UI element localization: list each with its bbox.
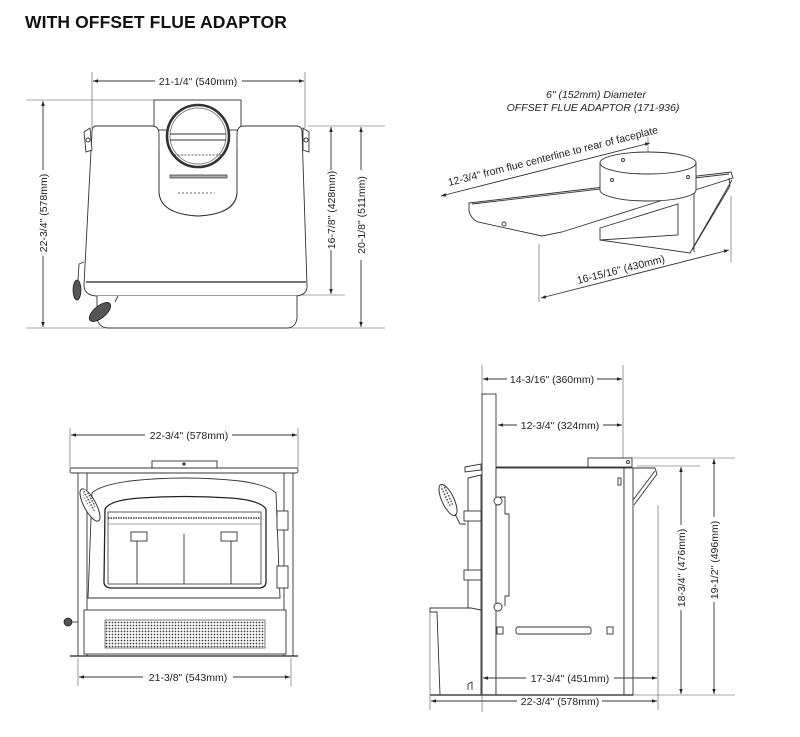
page-title: WITH OFFSET FLUE ADAPTOR bbox=[25, 12, 287, 32]
door-side bbox=[467, 474, 482, 613]
stove-body-side bbox=[495, 467, 625, 696]
top-depth-label: 22-3/4" (578mm) bbox=[38, 174, 50, 252]
adaptor-bracket-side bbox=[633, 467, 658, 506]
top-body-depth-label: 20-1/8" (511mm) bbox=[356, 176, 368, 254]
side-overall-height-label: 19-1/2" (496mm) bbox=[709, 521, 721, 599]
faceplate bbox=[481, 393, 497, 696]
dimension-line bbox=[440, 142, 651, 197]
side-overall-to-flue-label: 14-3/16" (360mm) bbox=[510, 374, 594, 386]
flue-opening bbox=[165, 103, 231, 169]
door-hinge bbox=[276, 565, 289, 589]
front-top-width-label: 22-3/4" (578mm) bbox=[150, 430, 228, 442]
adaptor-caption-line1: 6" (152mm) Diameter bbox=[546, 89, 647, 101]
top-view: 21-1/4" (540mm) 22-3/4" (578mm) 16-7/8" … bbox=[26, 72, 385, 329]
side-faceplate-to-flue-label: 12-3/4" (324mm) bbox=[521, 420, 599, 432]
side-overall-depth-label: 22-3/4" (578mm) bbox=[521, 696, 599, 708]
air-control-knob-icon bbox=[63, 617, 73, 627]
glass-door-frame bbox=[103, 495, 267, 589]
side-view: 14-3/16" (360mm) 12-3/4" (324mm) bbox=[429, 365, 735, 712]
side-body-height-label: 18-3/4" (476mm) bbox=[676, 529, 688, 607]
glass-panel bbox=[107, 511, 262, 585]
adaptor-caption-line2: OFFSET FLUE ADAPTOR (171-936) bbox=[507, 102, 680, 114]
front-view: 22-3/4" (578mm) 21- bbox=[63, 428, 299, 686]
air-control-handle-icon bbox=[88, 302, 112, 322]
top-width-label: 21-1/4" (540mm) bbox=[159, 76, 237, 88]
side-body-depth-label: 17-3/4" (451mm) bbox=[531, 673, 609, 685]
adaptor-bracket bbox=[599, 203, 679, 241]
top-inner-depth-label: 16-7/8" (428mm) bbox=[326, 171, 338, 249]
front-bottom-width-label: 21-3/8" (543mm) bbox=[149, 672, 227, 684]
door-handle-icon bbox=[72, 279, 82, 301]
stove-top-plate bbox=[69, 467, 299, 474]
dimension-line bbox=[540, 249, 730, 299]
adaptor-view: 6" (152mm) Diameter OFFSET FLUE ADAPTOR … bbox=[440, 89, 734, 302]
door-hinge bbox=[276, 510, 289, 531]
flue-collar bbox=[587, 457, 633, 468]
ash-pan-outline bbox=[96, 296, 298, 329]
adaptor-length-label: 16-15/16" (430mm) bbox=[576, 253, 666, 287]
damper-slot bbox=[169, 174, 228, 179]
side-vent-slot bbox=[515, 626, 592, 635]
ash-drawer bbox=[429, 607, 482, 696]
flue-plate-outline bbox=[158, 150, 238, 217]
ash-grille bbox=[104, 619, 266, 649]
